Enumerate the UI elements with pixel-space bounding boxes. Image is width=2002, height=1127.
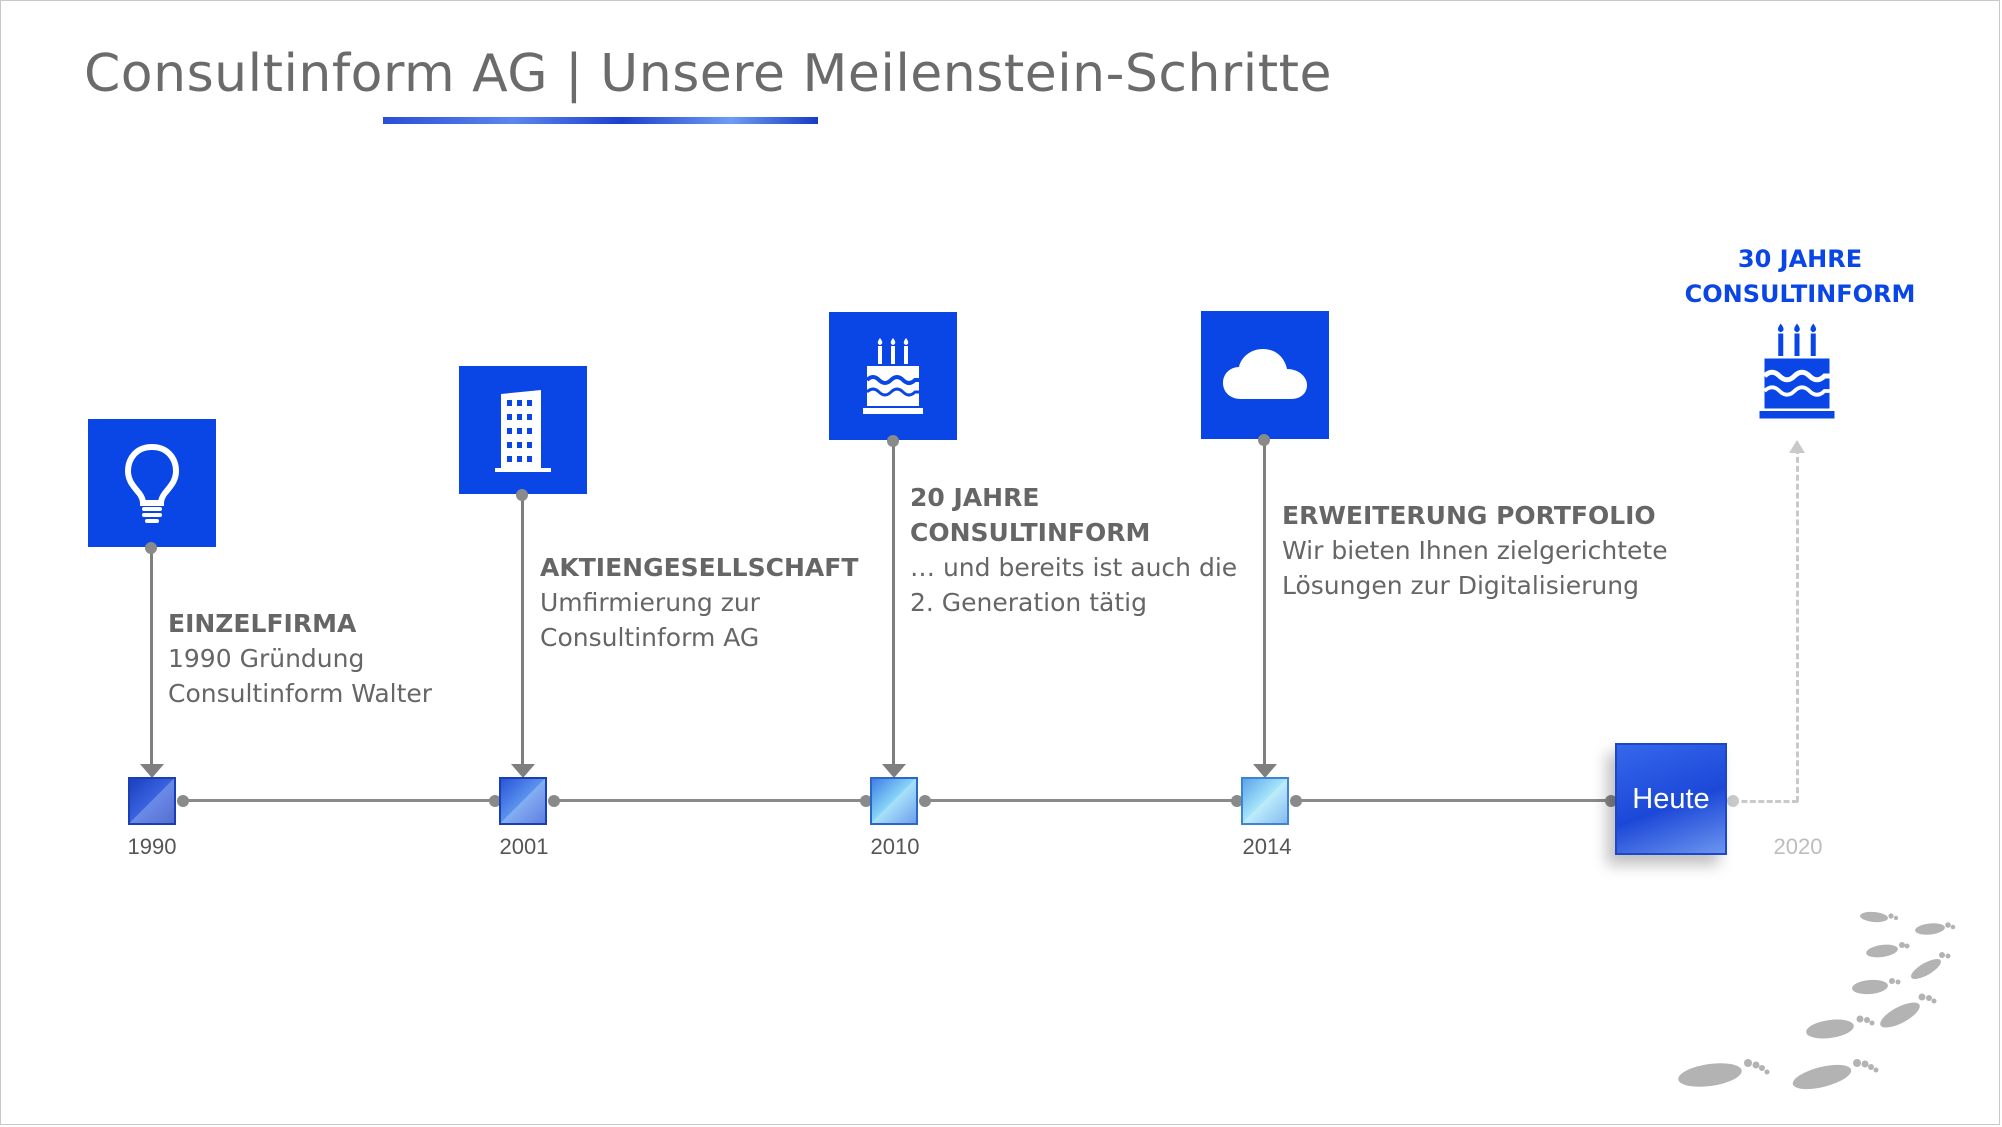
year-label-1990: 1990 xyxy=(127,834,177,859)
timeline-dot xyxy=(1290,795,1302,807)
slide-title: Consultinform AG | Unsere Meilenstein-Sc… xyxy=(84,44,1333,104)
birthday-cake-icon xyxy=(863,338,923,414)
future-milestone-text: 30 JAHRE CONSULTINFORM xyxy=(1680,242,1920,312)
arrowhead-2001 xyxy=(511,764,535,778)
timeline-dot xyxy=(1231,795,1243,807)
milestone-line: Umfirmierung zur xyxy=(540,588,760,617)
year-label-2001: 2001 xyxy=(499,834,549,859)
milestone-2001-text: AKTIENGESELLSCHAFT Umfirmierung zur Cons… xyxy=(540,550,858,655)
connector-2001 xyxy=(521,494,524,769)
connector-dot-2014 xyxy=(1258,434,1270,446)
milestone-heading: CONSULTINFORM xyxy=(910,518,1151,547)
connector-2014 xyxy=(1263,439,1266,769)
birthday-cake-icon xyxy=(1759,323,1835,419)
timeline-marker-2014 xyxy=(1241,777,1289,825)
milestone-line: Wir bieten Ihnen zielgerichtete xyxy=(1282,536,1668,565)
connector-dot-2001 xyxy=(516,489,528,501)
timeline-dot xyxy=(489,795,501,807)
arrowhead-2010 xyxy=(882,764,906,778)
timeline-dot xyxy=(177,795,189,807)
future-arrowhead xyxy=(1789,440,1805,453)
timeline-segment-3 xyxy=(924,799,1237,802)
footprints-icon xyxy=(1678,911,1956,1090)
cloud-icon xyxy=(1223,349,1307,399)
milestone-line: Consultinform AG xyxy=(540,623,760,652)
future-heading: CONSULTINFORM xyxy=(1684,280,1916,308)
timeline-segment-2 xyxy=(553,799,866,802)
timeline-dot xyxy=(1605,795,1617,807)
timeline-marker-2001 xyxy=(499,777,547,825)
milestone-heading: AKTIENGESELLSCHAFT xyxy=(540,553,859,582)
milestone-2014-icon-box xyxy=(1201,311,1329,439)
milestone-1990-icon-box xyxy=(88,419,216,547)
arrowhead-1990 xyxy=(140,764,164,778)
milestone-line: … und bereits ist auch die xyxy=(910,553,1238,582)
arrowhead-2014 xyxy=(1253,764,1277,778)
year-label-2010: 2010 xyxy=(870,834,920,859)
milestone-2001-icon-box xyxy=(459,366,587,494)
milestone-heading: 20 JAHRE xyxy=(910,483,1040,512)
future-connector-vertical xyxy=(1796,448,1799,802)
title-underline xyxy=(383,117,818,124)
timeline-dot xyxy=(548,795,560,807)
milestone-1990-text: EINZELFIRMA 1990 Gründung Consultinform … xyxy=(168,606,432,711)
milestone-2010-icon-box xyxy=(829,312,957,440)
year-label-2014: 2014 xyxy=(1242,834,1292,859)
milestone-2014-text: ERWEITERUNG PORTFOLIO Wir bieten Ihnen z… xyxy=(1282,498,1668,603)
timeline-dot xyxy=(919,795,931,807)
timeline-segment-4 xyxy=(1295,799,1611,802)
connector-dot-1990 xyxy=(145,542,157,554)
milestone-2010-text: 20 JAHRE CONSULTINFORM … und bereits ist… xyxy=(910,480,1237,620)
connector-1990 xyxy=(150,547,153,769)
milestone-line: 2. Generation tätig xyxy=(910,588,1147,617)
future-connector-horizontal xyxy=(1733,800,1798,803)
timeline-marker-1990 xyxy=(128,777,176,825)
milestone-heading: ERWEITERUNG PORTFOLIO xyxy=(1282,501,1656,530)
milestone-line: Consultinform Walter xyxy=(168,679,433,708)
milestone-line: Lösungen zur Digitalisierung xyxy=(1282,571,1639,600)
milestone-line: 1990 Gründung xyxy=(168,644,365,673)
year-label-2020: 2020 xyxy=(1773,834,1823,859)
timeline-dot xyxy=(860,795,872,807)
milestone-heading: EINZELFIRMA xyxy=(168,609,357,638)
lightbulb-icon xyxy=(124,443,180,523)
future-heading: 30 JAHRE xyxy=(1737,245,1863,273)
connector-dot-2010 xyxy=(887,435,899,447)
connector-2010 xyxy=(892,440,895,769)
timeline-marker-2010 xyxy=(870,777,918,825)
today-marker: Heute xyxy=(1615,743,1727,855)
office-building-icon xyxy=(495,390,551,472)
timeline-segment-1 xyxy=(182,799,495,802)
